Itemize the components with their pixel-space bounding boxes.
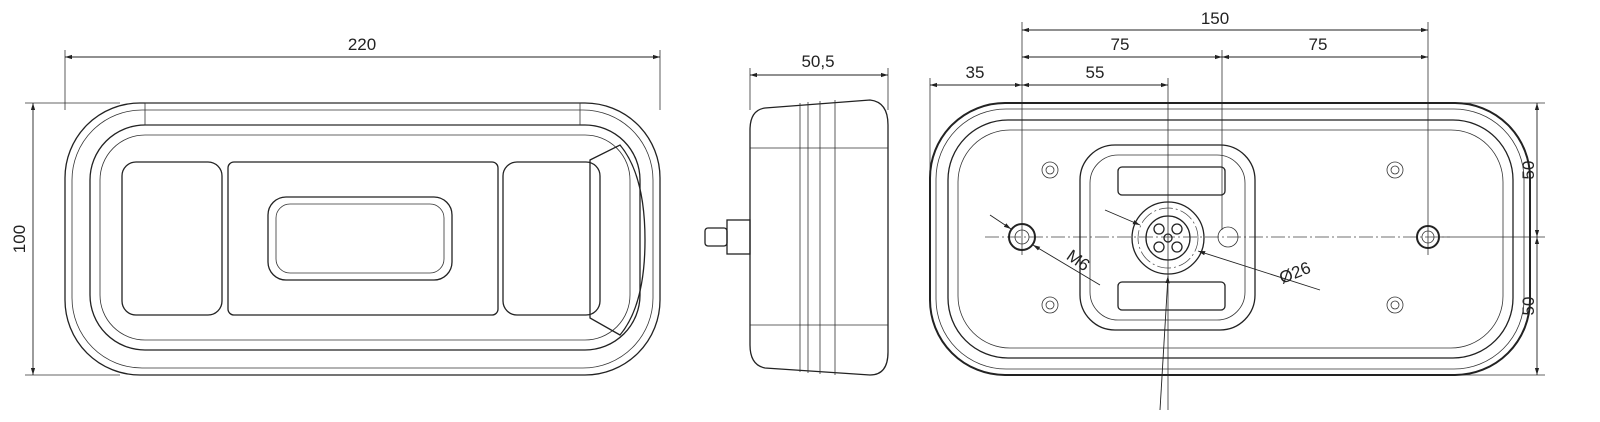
height-label: 100 — [10, 225, 29, 253]
side-housing-outline — [749, 99, 889, 376]
connector-plug — [704, 227, 728, 247]
connector-socket — [1131, 201, 1205, 275]
rear-view: 150 75 75 35 55 50 50 — [929, 9, 1545, 411]
left-led-cluster — [121, 161, 223, 316]
total-span-label: 150 — [1201, 9, 1229, 28]
edge-offset-label: 35 — [966, 63, 985, 82]
lamp-housing-outline — [64, 102, 661, 376]
half-span-right-label: 75 — [1309, 35, 1328, 54]
width-label: 220 — [348, 35, 376, 54]
connector-offset-label: 55 — [1086, 63, 1105, 82]
mounting-hole-left — [1008, 223, 1036, 251]
right-led-cluster — [502, 161, 601, 316]
lens-window — [267, 196, 453, 281]
connector-recess — [1079, 144, 1256, 331]
depth-label: 50,5 — [801, 52, 834, 71]
side-marker-lens — [589, 144, 646, 336]
thread-label: M6 — [1063, 246, 1093, 275]
front-view: 220 100 — [10, 35, 661, 376]
reflector-panel — [227, 161, 499, 316]
connector-diameter-label: Ø26 — [1276, 258, 1313, 288]
mounting-hole-right — [1416, 225, 1440, 249]
rear-housing-outline — [929, 102, 1531, 376]
vent-hole — [1217, 226, 1239, 248]
side-view: 50,5 — [704, 52, 889, 376]
screw-bosses — [1041, 161, 1404, 314]
connector-nut — [726, 219, 751, 255]
half-span-left-label: 75 — [1111, 35, 1130, 54]
